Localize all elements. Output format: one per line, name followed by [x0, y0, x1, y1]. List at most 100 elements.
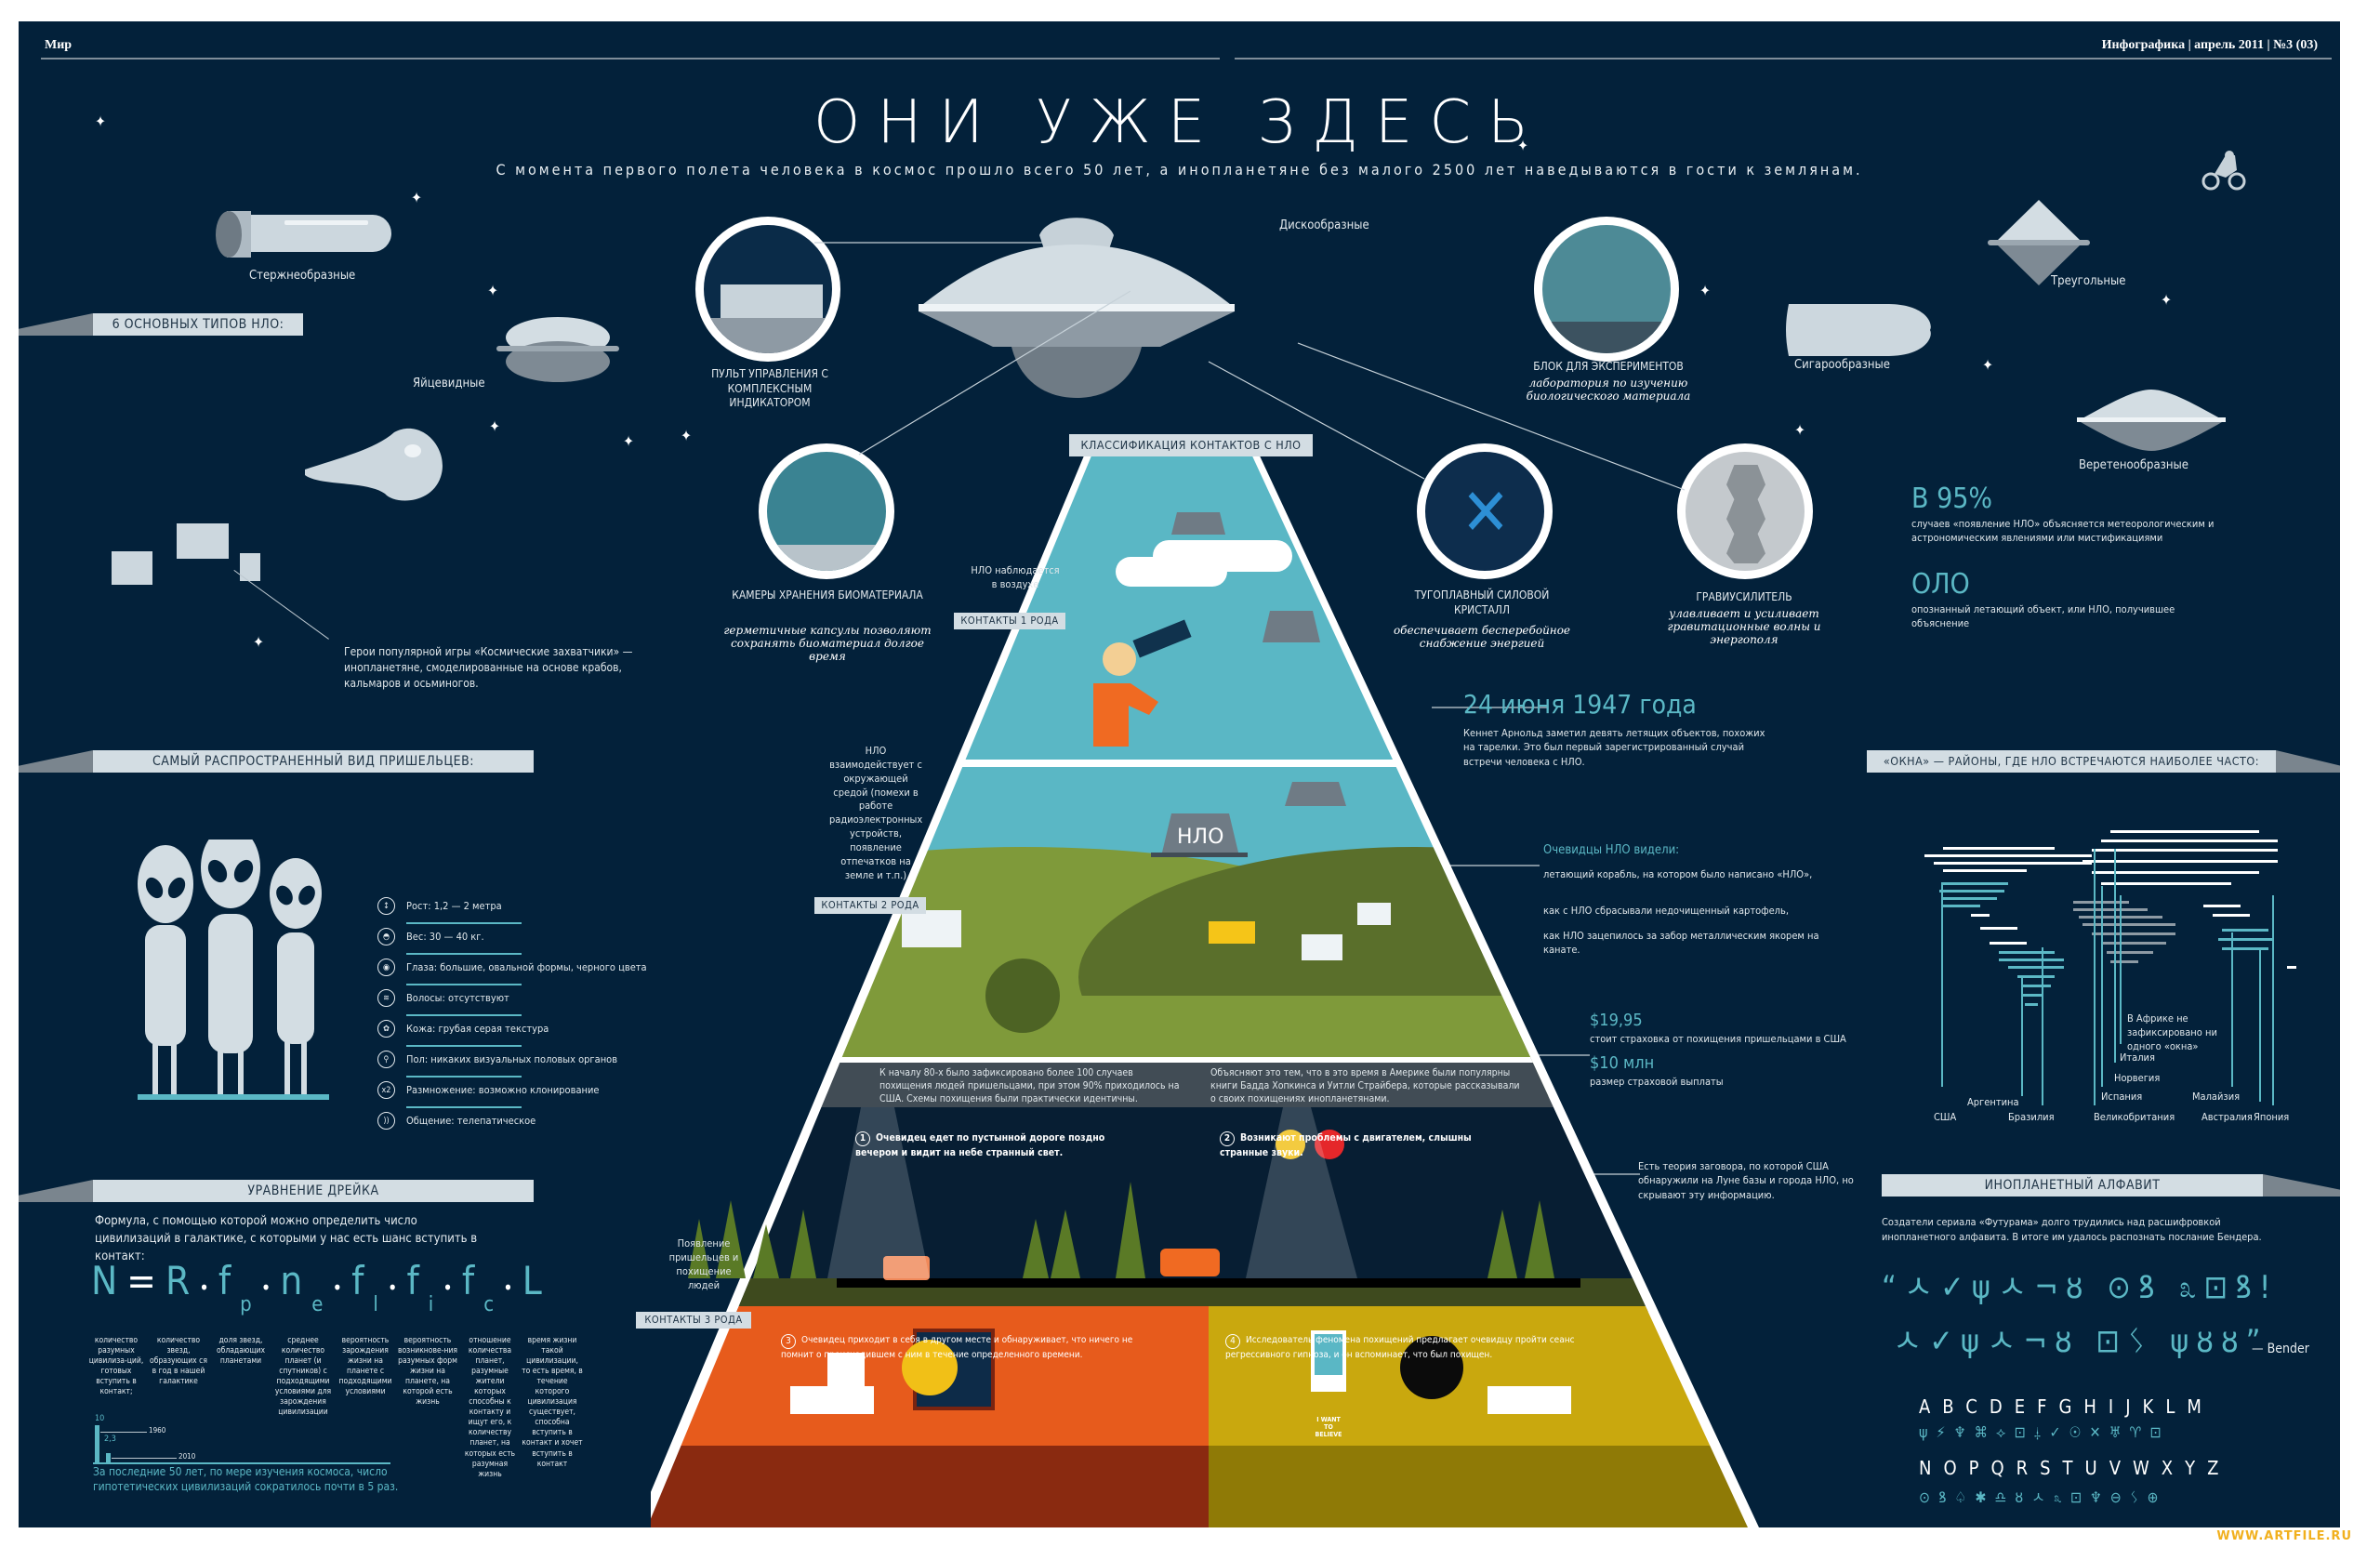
ufo-part-desc: обеспечивает бесперебойное снабжение эне…	[1393, 624, 1571, 650]
gender-icon: ⚲	[377, 1051, 395, 1068]
kind3-desc: Появление пришельцев и похищение людей	[668, 1237, 739, 1291]
olo-desc: опознанный летающий объект, или НЛО, пол…	[1911, 603, 2175, 629]
country-label: Япония	[2254, 1111, 2290, 1123]
alien-trait: ◉Глаза: большие, овальной формы, черного…	[377, 953, 684, 985]
country-label: Италия	[2120, 1051, 2155, 1064]
star-icon: ✦	[489, 417, 501, 435]
clone-icon: x2	[377, 1081, 395, 1099]
ufo-part-desc: лаборатория по изучению биологического м…	[1526, 377, 1691, 403]
alien-trait: ✿Кожа: грубая серая текстура	[377, 1014, 684, 1047]
alien-traits-list: ↕Рост: 1,2 — 2 метра ◓Вес: 30 — 40 кг. ◉…	[377, 892, 684, 1137]
world-map	[1897, 812, 2324, 1109]
star-icon: ✦	[2161, 291, 2173, 309]
ufo-part-title: БЛОК ДЛЯ ЭКСПЕРИМЕНТОВ	[1533, 360, 1684, 373]
first-sighting-desc: Кеннет Арнольд заметил девять летящих об…	[1463, 727, 1765, 768]
star-icon: ✦	[487, 282, 499, 299]
star-icon: ✦	[1982, 356, 1994, 374]
country-label: Испания	[2101, 1091, 2143, 1103]
page-title: ОНИ УЖЕ ЗДЕСЬ	[813, 88, 1545, 157]
drake-conclusion: За последние 50 лет, по мере изучения ко…	[93, 1465, 399, 1494]
hair-icon: ≋	[377, 989, 395, 1007]
alien-trait: ↕Рост: 1,2 — 2 метра	[377, 892, 684, 924]
ufo-type-label: Веретенообразные	[2079, 458, 2188, 472]
cigar-ufo-icon	[1785, 300, 1934, 360]
header-rule-right	[1235, 58, 2332, 60]
witnesses-heading: Очевидцы НЛО видели:	[1543, 843, 1680, 857]
country-label: Аргентина	[1967, 1096, 2019, 1108]
section-label: Мир	[45, 38, 73, 52]
weight-icon: ◓	[377, 928, 395, 945]
ufo-type-label: Яйцевидные	[413, 377, 485, 390]
alphabet-latin-row2: NOPQRSTUVWXYZ	[1919, 1457, 2231, 1479]
country-label: Бразилия	[2008, 1111, 2055, 1123]
insurance-payout: $10 млн	[1590, 1053, 1655, 1073]
africa-note: В Африке не зафиксировано ни одного «окн…	[2127, 1012, 2217, 1052]
issue-label: Инфографика | апрель 2011 | №3 (03)	[2101, 38, 2318, 52]
star-icon: ✦	[1699, 282, 1712, 299]
alphabet-intro: Создатели сериала «Футурама» долго труди…	[1882, 1216, 2262, 1243]
star-icon: ✦	[1517, 137, 1529, 154]
watermark: WWW.ARTFILE.RU	[2216, 1529, 2352, 1543]
eye-icon: ◉	[377, 959, 395, 976]
ufo-part-desc: герметичные капсулы позволяют сохранять …	[723, 624, 932, 663]
alphabet-latin-row1: ABCDEFGHIJKLM	[1919, 1395, 2214, 1418]
telepathy-icon: ))	[377, 1112, 395, 1130]
kind1-label: КОНТАКТЫ 1 РОДА	[954, 613, 1065, 629]
ufo-part-title: ГРАВИУСИЛИТЕЛЬ	[1696, 590, 1792, 603]
rod-ufo-icon	[201, 205, 396, 261]
ufo-type-label: Дискообразные	[1279, 218, 1369, 232]
alphabet-banner: ИНОПЛАНЕТНЫЙ АЛФАВИТ	[1882, 1174, 2263, 1197]
drop-ufo-icon	[301, 421, 450, 505]
abduction-fact-left: К началу 80-х было зафиксировано более 1…	[879, 1067, 1180, 1105]
egg-ufo-icon	[496, 317, 619, 382]
page-subtitle: С момента первого полета человека в косм…	[496, 161, 1863, 178]
alphabet-glyph-row1: ψ⚡♆⌘⟡⊡⸸✓☉✕♅♈⊡	[1919, 1423, 2170, 1441]
bender-quote-line1: “ㅅ✓ψㅅ¬ȣ ⊙ꝸ ೩⊡ꝸ!	[1882, 1269, 2279, 1306]
alien-trait: ⚲Пол: никаких визуальных половых органов	[377, 1045, 684, 1078]
contact-pyramid: НЛО	[636, 438, 1766, 1527]
insurance-price: $19,95	[1590, 1011, 1643, 1030]
drake-intro: Формула, с помощью которой можно определ…	[95, 1214, 478, 1263]
triangle-ufo-icon	[1988, 200, 2090, 285]
country-label: Австралия	[2202, 1111, 2253, 1123]
kind2-desc: НЛО взаимодействует с окружающей средой …	[829, 745, 923, 881]
experiment-block-circle	[1534, 217, 1679, 362]
windows-banner: «ОКНА» — РАЙОНЫ, ГДЕ НЛО ВСТРЕЧАЮТСЯ НАИ…	[1867, 750, 2276, 773]
grey-aliens-illustration	[138, 826, 342, 1100]
witness-item: летающий корабль, на котором было написа…	[1543, 868, 1813, 880]
skin-icon: ✿	[377, 1020, 395, 1038]
witness-item: как с НЛО сбрасывали недочищенный картоф…	[1543, 905, 1789, 917]
space-invaders-note: Герои популярной игры «Космические захва…	[344, 645, 633, 690]
ufo-sign: НЛО	[1177, 826, 1223, 849]
bar-1960	[95, 1425, 99, 1462]
ufo-type-label: Сигарообразные	[1794, 358, 1890, 372]
witness-item: как НЛО зацепилось за забор металлически…	[1543, 930, 1819, 957]
drake-banner: УРАВНЕНИЕ ДРЕЙКА	[93, 1180, 534, 1202]
spindle-ufo-icon	[2077, 390, 2226, 451]
first-sighting-date: 24 июня 1947 года	[1463, 689, 1697, 720]
alien-trait: ))Общение: телепатическое	[377, 1106, 684, 1137]
star-icon: ✦	[253, 633, 265, 651]
country-label: Малайзия	[2192, 1091, 2241, 1103]
ufo-types-banner: 6 ОСНОВНЫХ ТИПОВ НЛО:	[93, 313, 303, 336]
kind1-desc: НЛО наблюдается в воздухе	[971, 564, 1060, 590]
crystal-icon: ✕	[1461, 474, 1511, 550]
country-label: США	[1934, 1111, 1957, 1123]
drake-bar-chart: 10 1960 2,3 2010	[93, 1414, 409, 1472]
star-icon: ✦	[623, 432, 635, 450]
star-icon: ✦	[681, 427, 693, 444]
conspiracy-note: Есть теория заговора, по которой США обн…	[1638, 1160, 1854, 1201]
power-crystal-circle: ✕	[1417, 443, 1553, 579]
bender-attribution: — Bender	[2252, 1342, 2309, 1356]
abduction-fact-right: Объясняют это тем, что в это время в Аме…	[1210, 1067, 1520, 1105]
gravity-amplifier-circle	[1677, 443, 1813, 579]
ufo-part-desc: улавливает и усиливает гравитационные во…	[1667, 607, 1821, 646]
height-icon: ↕	[377, 897, 395, 915]
control-panel-circle	[695, 217, 840, 362]
insurance-price-desc: стоит страховка от похищения пришельцами…	[1590, 1033, 1846, 1045]
